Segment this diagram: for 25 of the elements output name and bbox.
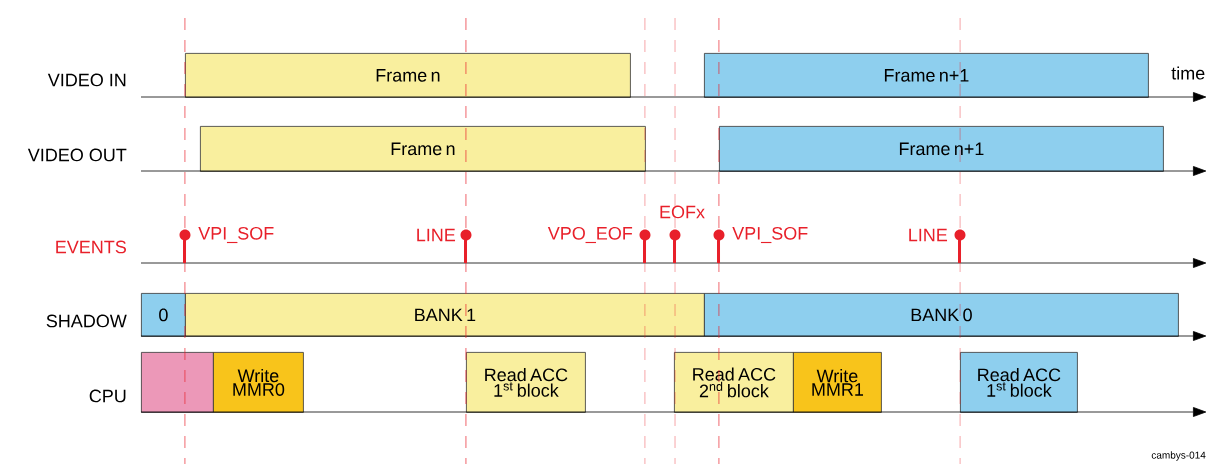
event-label: LINE <box>417 228 456 242</box>
event-label: EOFx <box>660 205 705 219</box>
frame-bar: Frame n+1 <box>704 53 1149 98</box>
task-box: Write MMR0 <box>213 352 304 413</box>
event-label: LINE <box>909 228 948 242</box>
task-box: Read ACC 1$^{st}$ block <box>960 352 1078 413</box>
task-box <box>141 352 214 413</box>
task-box: Write MMR1 <box>793 352 882 413</box>
bank-bar: 0 <box>141 293 186 337</box>
task-box: Read ACC 2$^{nd}$ block <box>674 352 794 413</box>
event-label: VPI_SOF <box>198 226 274 244</box>
row-label: EVENTS <box>56 240 126 254</box>
frame-bar: Frame n <box>185 53 631 98</box>
task-box: Read ACC 1$^{st}$ block <box>466 352 586 413</box>
row-label: VIDEO IN <box>47 73 126 87</box>
figure-id: cambys-014 <box>1151 451 1206 461</box>
bank-bar: BANK 1 <box>185 293 705 337</box>
bank-bar: BANK 0 <box>704 293 1179 337</box>
axis-label: time <box>1171 66 1205 80</box>
event-label: VPO_EOF <box>547 226 633 244</box>
frame-bar: Frame n+1 <box>719 126 1164 172</box>
row-label: SHADOW <box>46 314 127 328</box>
frame-bar: Frame n <box>200 126 646 172</box>
event-label: VPI_SOF <box>732 226 808 244</box>
row-label: VIDEO OUT <box>27 148 127 162</box>
